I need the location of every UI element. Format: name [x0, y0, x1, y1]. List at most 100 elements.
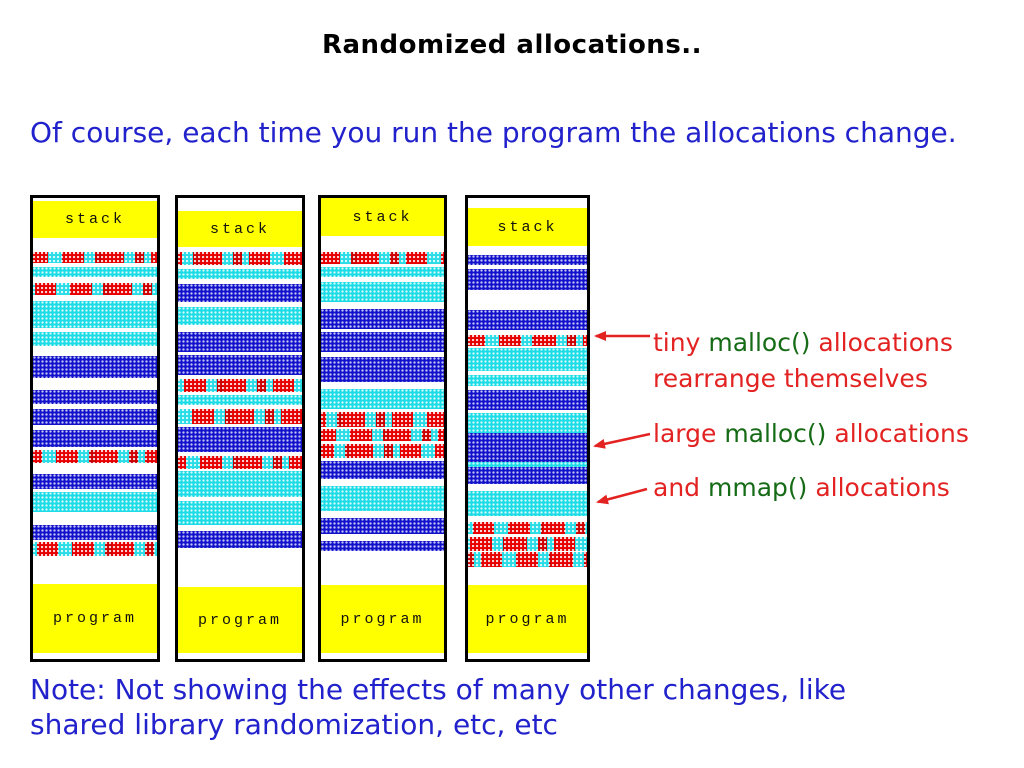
- segment-white: [468, 516, 587, 522]
- segment-white: [178, 653, 302, 659]
- segment-white: [178, 325, 302, 332]
- segment-white: [33, 295, 157, 301]
- segment-tiny: [33, 252, 157, 263]
- segment-white: [321, 302, 444, 309]
- annotation-text: allocations: [826, 419, 969, 448]
- segment-white: [468, 534, 587, 537]
- segment-tiny: [468, 552, 587, 567]
- segment-white: [178, 352, 302, 355]
- segment-cyan: [178, 269, 302, 279]
- segment-navy: [33, 430, 157, 447]
- segment-cyan: [178, 471, 302, 497]
- segment-tiny: [468, 522, 587, 534]
- segment-gap: [321, 551, 444, 585]
- segment-cyan: [33, 267, 157, 277]
- segment-white: [178, 452, 302, 456]
- segment-cyan: [468, 375, 587, 386]
- segment-tiny: [321, 412, 444, 427]
- segment-tiny: [178, 456, 302, 469]
- segment-navy: [321, 518, 444, 534]
- segment-white: [321, 427, 444, 429]
- segment-white: [321, 382, 444, 389]
- segment-navy: [33, 525, 157, 540]
- memory-maps: stack program stack program stack program stac…: [0, 195, 620, 662]
- segment-white: [321, 236, 444, 252]
- segment-cyan: [178, 395, 302, 405]
- segment-white: [178, 279, 302, 284]
- segment-white: [178, 424, 302, 427]
- stack-block: stack: [321, 198, 444, 236]
- annotation-mmap: and mmap() allocations: [653, 473, 950, 502]
- annotation-fn-mmap: mmap(): [707, 473, 808, 502]
- segment-cyan: [321, 267, 444, 277]
- memory-map-column-4: stack program: [465, 195, 590, 662]
- memory-map-column-2: stack program: [175, 195, 305, 662]
- segment-tiny: [33, 542, 157, 556]
- segment-navy: [178, 332, 302, 352]
- segment-cyan: [468, 462, 587, 467]
- stack-block: stack: [33, 201, 157, 238]
- segment-cyan: [33, 332, 157, 346]
- segment-white: [178, 198, 302, 211]
- segment-white: [321, 534, 444, 541]
- memory-map-column-3: stack program: [318, 195, 447, 662]
- segment-navy: [178, 355, 302, 375]
- segment-white: [468, 246, 587, 255]
- segment-gap: [468, 567, 587, 585]
- segment-white: [468, 653, 587, 659]
- segment-white: [321, 409, 444, 412]
- segment-white: [178, 302, 302, 307]
- segment-navy: [33, 356, 157, 378]
- annotation-text: tiny: [653, 328, 709, 357]
- segment-navy: [468, 433, 587, 462]
- segment-white: [321, 458, 444, 461]
- segment-cyan: [321, 282, 444, 302]
- program-block: program: [321, 585, 444, 653]
- segment-white: [178, 265, 302, 269]
- segment-white: [321, 352, 444, 357]
- segment-tiny: [468, 335, 587, 346]
- segment-cyan: [468, 491, 587, 516]
- segment-cyan: [33, 492, 157, 512]
- segment-navy: [468, 390, 587, 410]
- segment-cyan: [468, 413, 587, 433]
- segment-white: [33, 277, 157, 283]
- segment-white: [33, 540, 157, 542]
- annotation-fn-malloc: malloc(): [724, 419, 827, 448]
- segment-white: [321, 441, 444, 444]
- segment-cyan: [178, 501, 302, 525]
- segment-gap: [178, 548, 302, 587]
- slide-subtitle: Of course, each time you run the program…: [30, 116, 957, 149]
- segment-white: [468, 290, 587, 310]
- slide-title: Randomized allocations..: [321, 30, 703, 60]
- segment-navy: [468, 255, 587, 265]
- stack-block: stack: [178, 211, 302, 247]
- segment-white: [178, 375, 302, 379]
- segment-white: [178, 525, 302, 531]
- segment-cyan: [321, 389, 444, 409]
- annotation-text: large: [653, 419, 725, 448]
- segment-cyan: [321, 486, 444, 511]
- segment-white: [33, 425, 157, 430]
- segment-white: [33, 328, 157, 332]
- annotation-tiny-malloc-line1: tiny malloc() allocations: [653, 328, 953, 357]
- segment-white: [33, 263, 157, 267]
- program-block: program: [468, 585, 587, 653]
- slide-note: Note: Not showing the effects of many ot…: [30, 672, 970, 742]
- stack-block: stack: [468, 208, 587, 246]
- segment-white: [321, 479, 444, 486]
- segment-tiny: [321, 444, 444, 458]
- segment-white: [468, 386, 587, 390]
- segment-white: [33, 404, 157, 409]
- segment-navy: [468, 310, 587, 330]
- segment-navy: [178, 284, 302, 302]
- segment-gap: [33, 556, 157, 584]
- program-block: program: [178, 587, 302, 653]
- segment-tiny: [33, 283, 157, 295]
- segment-tiny: [178, 409, 302, 424]
- segment-white: [33, 463, 157, 474]
- segment-navy: [321, 309, 444, 329]
- segment-white: [33, 378, 157, 390]
- segment-cyan: [468, 348, 587, 371]
